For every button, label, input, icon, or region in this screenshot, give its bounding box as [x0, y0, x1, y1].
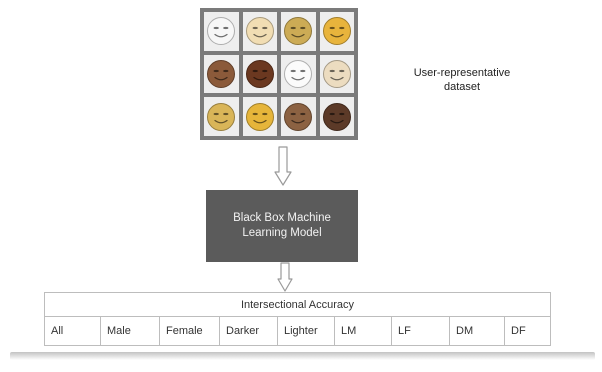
smiley-face-icon — [284, 17, 313, 46]
model-label-line2: Learning Model — [242, 227, 322, 239]
face-grid — [200, 8, 358, 140]
smiley-face-icon — [322, 59, 351, 88]
column-df: DF — [511, 325, 526, 337]
smiley-face-icon — [284, 59, 313, 88]
down-arrow-icon — [274, 146, 292, 186]
face-tile — [204, 54, 239, 94]
face-tile — [319, 54, 354, 94]
smiley-face-icon — [245, 17, 274, 46]
model-label-line1: Black Box Machine — [233, 212, 331, 224]
smiley-face-icon — [245, 59, 274, 88]
intersectional-accuracy-table: Intersectional Accuracy All Male Female … — [44, 292, 551, 346]
face-tile — [204, 97, 239, 136]
smiley-face-icon — [322, 17, 351, 46]
dataset-label-line1: User-representative — [413, 67, 511, 79]
column-female: Female — [160, 317, 220, 345]
table-title: Intersectional Accuracy — [45, 293, 550, 317]
column-dm: DM — [450, 317, 505, 345]
smiley-face-icon — [207, 17, 236, 46]
face-tile — [204, 12, 239, 51]
smiley-face-icon — [207, 59, 236, 88]
smiley-face-icon — [284, 102, 313, 131]
column-male: Male — [101, 317, 160, 345]
face-tile — [319, 12, 354, 51]
face-tile — [319, 97, 354, 136]
column-lm: LM — [335, 317, 392, 345]
table-row: All Male Female Darker Lighter LM LF DM … — [45, 317, 550, 345]
dataset-label: User-representative dataset — [392, 66, 532, 94]
black-box-model: Black Box Machine Learning Model — [206, 190, 358, 262]
down-arrow-icon — [277, 262, 293, 292]
face-tile — [281, 97, 316, 136]
face-tile — [242, 12, 277, 51]
face-tile — [242, 54, 277, 94]
card-shadow — [10, 352, 595, 360]
smiley-face-icon — [207, 102, 236, 131]
face-tile — [281, 54, 316, 94]
smiley-face-icon — [245, 102, 274, 131]
column-lighter: Lighter — [278, 317, 335, 345]
column-darker: Darker — [220, 317, 278, 345]
column-all: All — [45, 317, 101, 345]
face-tile — [242, 97, 277, 136]
dataset-label-line2: dataset — [443, 81, 481, 93]
smiley-face-icon — [322, 102, 351, 131]
face-tile — [281, 12, 316, 51]
column-lf: LF — [392, 317, 450, 345]
